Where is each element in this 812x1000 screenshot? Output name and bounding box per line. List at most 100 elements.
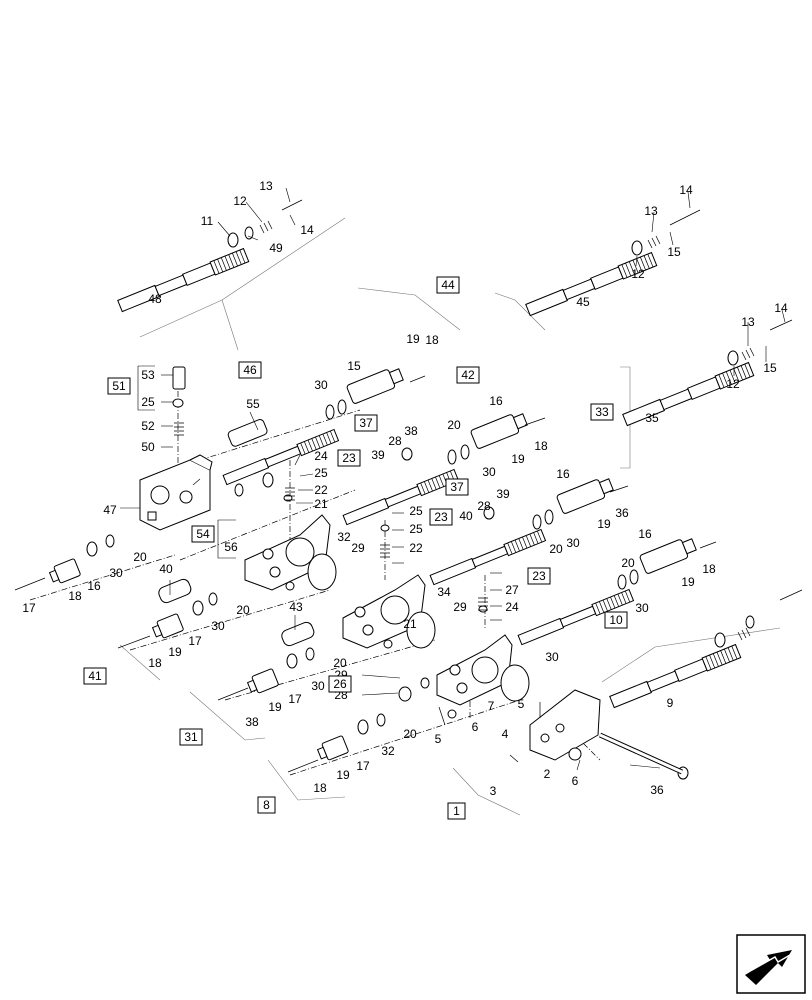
- cap-16-c: [556, 478, 614, 514]
- cap-17-d: [316, 735, 349, 761]
- small-rings: [86, 226, 755, 780]
- callout-label: 28: [388, 434, 402, 448]
- callout-label: 18: [534, 439, 548, 453]
- callout-label: 19: [597, 517, 611, 531]
- boxed-callout-label: 41: [88, 669, 102, 683]
- callout-label: 6: [572, 774, 579, 788]
- boxed-callout-label: 23: [532, 569, 546, 583]
- callout-label: 40: [459, 509, 473, 523]
- boxed-callout-label: 54: [196, 527, 210, 541]
- boxed-callout-label: 23: [434, 510, 448, 524]
- callout-label: 32: [337, 530, 351, 544]
- callout-label: 30: [482, 465, 496, 479]
- callout-label: 22: [409, 541, 423, 555]
- callout-label: 19: [268, 700, 282, 714]
- callout-label: 15: [763, 361, 777, 375]
- bolts: [14, 199, 803, 773]
- boxed-callouts: 1 8 10 23 23 23 26 31 33 37 37 41 42 44 …: [83, 276, 628, 820]
- callout-label: 34: [437, 585, 451, 599]
- callout-label: 32: [381, 744, 395, 758]
- callout-label: 30: [566, 536, 580, 550]
- plunger-40-a: [158, 578, 192, 604]
- boxed-callout-label: 46: [243, 363, 257, 377]
- callout-label: 17: [288, 692, 302, 706]
- callout-label: 19: [406, 332, 420, 346]
- spool-43: [525, 251, 658, 317]
- callout-label: 55: [246, 397, 260, 411]
- callout-label: 25: [314, 466, 328, 480]
- callout-label: 16: [638, 527, 652, 541]
- spool-47: [117, 247, 250, 313]
- callout-label: 53: [141, 368, 155, 382]
- callout-label: 14: [679, 183, 693, 197]
- callout-label: 4: [502, 727, 509, 741]
- spool-11: [609, 643, 742, 709]
- spool-section-4: [517, 588, 635, 646]
- pilot-53: [227, 419, 268, 447]
- cap-17-a: [48, 558, 81, 584]
- callout-label: 20: [447, 418, 461, 432]
- boxed-callout-label: 23: [342, 451, 356, 465]
- callout-label: 21: [314, 497, 328, 511]
- callout-label: 7: [488, 699, 495, 713]
- callout-label: 49: [269, 241, 283, 255]
- spool-34: [622, 361, 755, 427]
- callout-label: 45: [576, 295, 590, 309]
- callout-label: 30: [211, 619, 225, 633]
- callout-label: 18: [68, 589, 82, 603]
- leader-lines: [120, 187, 786, 771]
- boxed-callout-label: 44: [441, 278, 455, 292]
- callout-label: 30: [314, 378, 328, 392]
- callout-label: 19: [511, 452, 525, 466]
- callout-label: 18: [702, 562, 716, 576]
- cap-16-d: [639, 538, 697, 574]
- spool-section-3: [429, 528, 547, 586]
- callout-label: 39: [496, 487, 510, 501]
- callout-label: 12: [726, 377, 740, 391]
- callout-label: 16: [556, 467, 570, 481]
- cap-17-c: [246, 668, 279, 694]
- callout-label: 3: [490, 784, 497, 798]
- callout-label: 30: [545, 650, 559, 664]
- callout-label: 25: [409, 522, 423, 536]
- callout-label: 29: [351, 541, 365, 555]
- group-brackets: [137, 365, 236, 559]
- callout-label: 19: [336, 768, 350, 782]
- callout-label: 35: [645, 411, 659, 425]
- next-page-arrow-icon[interactable]: [736, 934, 806, 994]
- callout-label: 5: [435, 732, 442, 746]
- o-ring-29-c: [500, 664, 530, 702]
- callout-label: 17: [356, 759, 370, 773]
- callout-label: 40: [159, 562, 173, 576]
- valve-body-45: [139, 454, 213, 531]
- callout-label: 17: [188, 634, 202, 648]
- callout-label: 14: [300, 223, 314, 237]
- callout-label: 50: [141, 440, 155, 454]
- callout-label: 25: [141, 395, 155, 409]
- callout-label: 19: [168, 645, 182, 659]
- callout-label: 21: [403, 617, 417, 631]
- callout-label: 18: [313, 781, 327, 795]
- callout-label: 38: [245, 715, 259, 729]
- callout-label: 2: [544, 767, 551, 781]
- callout-label: 9: [667, 696, 674, 710]
- callout-label: 28: [477, 499, 491, 513]
- callout-label: 16: [87, 579, 101, 593]
- spool-section-2: [342, 468, 460, 526]
- boxed-callout-label: 8: [263, 798, 270, 812]
- callout-label: 12: [233, 194, 247, 208]
- callout-label: 11: [201, 214, 214, 228]
- callout-label: 13: [741, 315, 755, 329]
- callout-label: 15: [347, 359, 361, 373]
- plunger-40-b: [281, 621, 315, 647]
- callout-label: 20: [333, 656, 347, 670]
- callout-label: 6: [472, 720, 479, 734]
- callout-label: 18: [148, 656, 162, 670]
- callout-label: 25: [409, 504, 423, 518]
- boxed-callout-label: 26: [333, 677, 347, 691]
- boxed-callout-label: 42: [461, 368, 475, 382]
- callout-label: 36: [615, 506, 629, 520]
- callout-label: 20: [403, 727, 417, 741]
- boxed-callout-label: 31: [184, 730, 198, 744]
